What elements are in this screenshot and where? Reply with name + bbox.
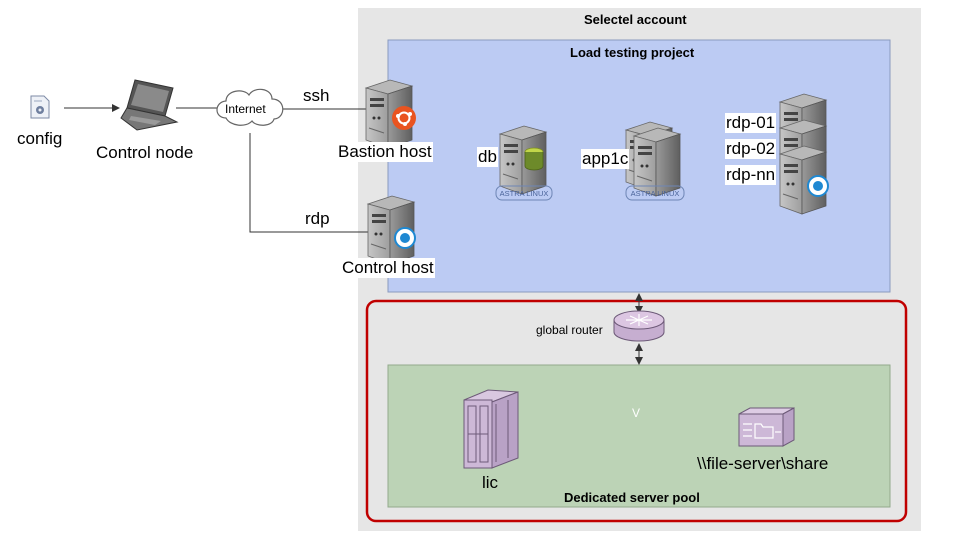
astra-linux-badge-db: ASTRA LINUX xyxy=(495,185,553,201)
rdp-02-label: rdp-02 xyxy=(725,139,777,159)
ssh-label: ssh xyxy=(303,86,330,105)
svg-text:ASTRA LINUX: ASTRA LINUX xyxy=(500,189,549,198)
control-host-label: Control host xyxy=(341,258,435,278)
account-title: Selectel account xyxy=(584,12,687,27)
db-label: db xyxy=(477,147,498,167)
ubuntu-icon xyxy=(392,106,416,130)
app1c-label: app1c xyxy=(581,149,630,169)
rdp-label: rdp xyxy=(305,209,330,228)
cloud-icon xyxy=(216,88,284,126)
file-share-icon xyxy=(738,407,795,447)
file-server-label: \\file-server\share xyxy=(697,454,829,473)
lic-label: lic xyxy=(482,473,499,492)
pool-region xyxy=(387,364,891,508)
internet-label: Internet xyxy=(225,102,266,116)
windows-icon xyxy=(394,227,416,249)
config-label: config xyxy=(17,129,63,148)
router-label: global router xyxy=(536,323,603,337)
edge-rdp xyxy=(249,133,370,233)
pool-mark: V xyxy=(632,406,641,420)
file-gear-icon xyxy=(30,95,50,119)
svg-text:ASTRA LINUX: ASTRA LINUX xyxy=(631,189,680,198)
pool-title: Dedicated server pool xyxy=(564,490,700,505)
astra-linux-badge-app: ASTRA LINUX xyxy=(625,185,685,201)
rdp-nn-label: rdp-nn xyxy=(725,165,777,185)
router-icon xyxy=(613,310,665,342)
windows-icon xyxy=(807,175,829,197)
laptop-icon xyxy=(120,79,179,131)
server-rack-icon xyxy=(463,389,519,469)
rdp-01-label: rdp-01 xyxy=(725,113,777,133)
bastion-host-label: Bastion host xyxy=(337,142,433,162)
db-icon xyxy=(524,147,544,171)
project-title: Load testing project xyxy=(570,45,695,60)
control-node-label: Control node xyxy=(96,143,194,162)
